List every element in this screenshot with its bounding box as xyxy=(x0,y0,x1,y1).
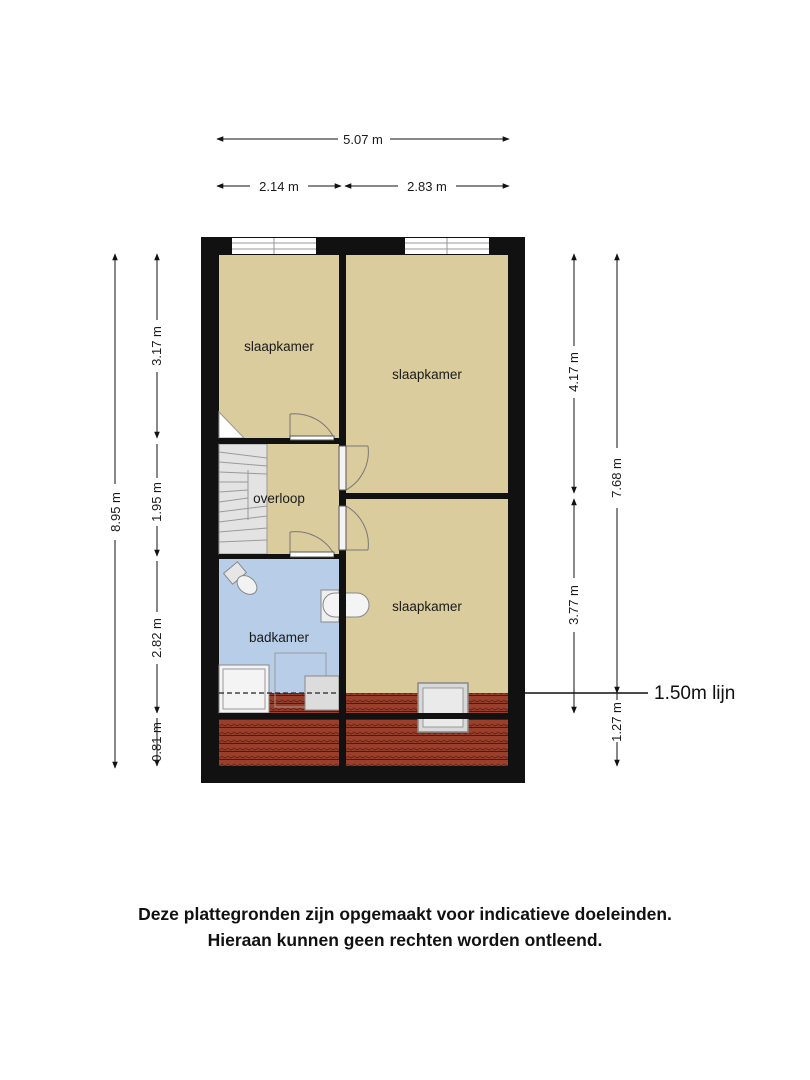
dimension-left-bath-label: 2.82 m xyxy=(149,618,164,658)
dimension-right-bottom-label: 1.27 m xyxy=(609,702,624,742)
wall-landing-bottom xyxy=(219,554,290,559)
roof-tiles-bottom-left xyxy=(219,719,339,766)
svg-text:5.07 m: 5.07 m xyxy=(343,132,383,147)
svg-text:2.14 m: 2.14 m xyxy=(259,179,299,194)
window-top-left xyxy=(232,238,316,254)
wall-knee-vertical xyxy=(339,713,346,766)
room-label-bedroom-top-left: slaapkamer xyxy=(244,339,314,354)
staircase xyxy=(218,410,268,555)
room-label-bedroom-top-right: slaapkamer xyxy=(392,367,462,382)
wall-right-middle xyxy=(346,493,508,499)
dimension-left-bottom-label: 0.81 m xyxy=(149,722,164,762)
toilet xyxy=(222,561,258,595)
dimension-left-top-label: 3.17 m xyxy=(149,326,164,366)
door-leaf-bottom-right xyxy=(338,505,347,551)
dimension-total-width: 5.07 m xyxy=(216,132,510,147)
dimension-right-inner-label: 7.68 m xyxy=(609,458,624,498)
height-line-label: 1.50m lijn xyxy=(654,683,735,704)
dimension-left-mid-label: 1.95 m xyxy=(149,482,164,522)
wall-knee xyxy=(219,713,508,719)
dimension-right-stack xyxy=(571,253,620,767)
disclaimer-line-2: Hieraan kunnen geen rechten worden ontle… xyxy=(207,930,603,950)
wall-top-left-bottom xyxy=(219,438,290,444)
bedroom-top-right-floor xyxy=(346,255,508,493)
shower xyxy=(218,664,270,714)
dimension-right-width: 2.83 m xyxy=(344,179,510,194)
dimension-right-mid-label: 3.77 m xyxy=(566,585,581,625)
dimension-total-depth: 8.95 m xyxy=(108,253,123,769)
svg-text:2.83 m: 2.83 m xyxy=(407,179,447,194)
window-top-right xyxy=(405,238,489,254)
room-label-bathroom: badkamer xyxy=(249,630,310,645)
skylight xyxy=(417,682,469,733)
bedroom-top-left-floor xyxy=(219,255,339,438)
svg-text:8.95 m: 8.95 m xyxy=(108,492,123,532)
room-label-bedroom-bottom-right: slaapkamer xyxy=(392,599,462,614)
floor-plan: 1.50m lijn slaapkamer slaapkamer overloo… xyxy=(108,132,735,783)
dimension-left-width: 2.14 m xyxy=(216,179,342,194)
door-leaf-top-right xyxy=(338,445,347,491)
wall-top-left-bottom-2 xyxy=(334,438,339,444)
disclaimer-line-1: Deze plattegronden zijn opgemaakt voor i… xyxy=(138,904,672,924)
room-label-landing: overloop xyxy=(253,491,305,506)
bedroom-bottom-right-floor xyxy=(346,499,508,693)
wall-landing-bottom-2 xyxy=(334,554,339,559)
dimension-right-top-label: 4.17 m xyxy=(566,352,581,392)
